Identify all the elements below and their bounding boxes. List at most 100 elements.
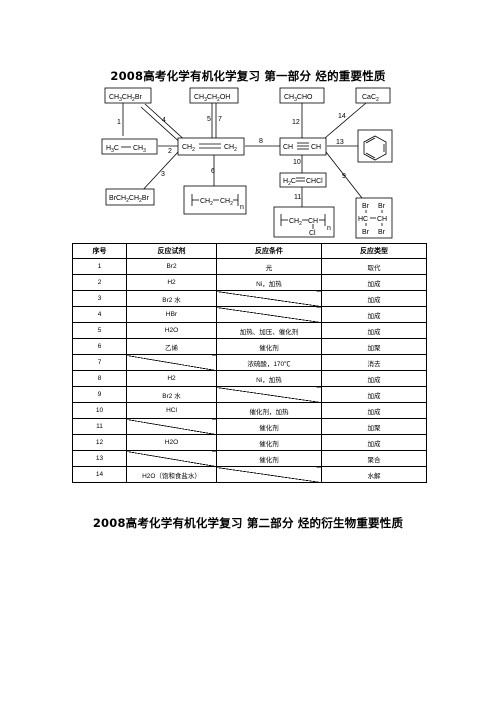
cell-reagent: 乙烯	[126, 338, 217, 355]
cell-no: 4	[72, 306, 127, 323]
node-ethene	[177, 137, 245, 156]
node-bromoethane	[104, 87, 152, 104]
cell-reagent: H2	[126, 370, 217, 387]
cell-type: 加成	[321, 306, 427, 323]
cell-no: 11	[72, 418, 127, 435]
cell-no: 2	[72, 274, 127, 291]
svg-text:n: n	[327, 225, 331, 232]
cell-no: 7	[72, 354, 127, 371]
cell-condition: 催化剂	[216, 418, 322, 435]
cell-type: 加成	[321, 402, 427, 419]
cell-no: 5	[72, 322, 127, 339]
header-condition: 反应条件	[216, 243, 322, 259]
cell-type: 加成	[321, 386, 427, 403]
cell-reagent: Br2 水	[126, 386, 217, 403]
svg-text:CH: CH	[308, 218, 318, 225]
section-title-hydrocarbons: 2008高考化学有机化学复习 第一部分 烃的重要性质	[110, 69, 386, 83]
cell-no: 13	[72, 450, 127, 467]
svg-text:Cl: Cl	[309, 230, 316, 237]
cell-reagent	[126, 450, 217, 467]
cell-condition: Ni，加热	[216, 274, 322, 291]
cell-condition: 光	[216, 258, 322, 275]
edge-label-11: 11	[294, 194, 301, 201]
cell-condition	[216, 466, 322, 483]
label-ethyne: CH	[283, 144, 293, 151]
edge-label-7: 7	[218, 116, 222, 123]
cell-type: 加成	[321, 370, 427, 387]
cell-condition: 催化剂，加热	[216, 402, 322, 419]
edge-label-10: 10	[293, 159, 301, 166]
node-ethanol	[189, 87, 239, 104]
reaction-network-diagram: CH3CH2Br CH3CH2OH CH3CHO CaC2 H3C CH3 CH…	[101, 87, 393, 239]
svg-text:Br: Br	[378, 203, 386, 210]
cell-reagent: Br2	[126, 258, 217, 275]
label-calcium-carbide: CaC2	[362, 94, 379, 103]
svg-text:HC: HC	[358, 216, 368, 223]
svg-text:CHCl: CHCl	[306, 178, 323, 185]
edge-label-12: 12	[292, 119, 300, 126]
edge-label-4: 4	[162, 117, 166, 124]
cell-reagent: H2O	[126, 434, 217, 451]
label-bromoethane: CH3CH2Br	[109, 94, 142, 103]
table-header-row: 序号 反应试剂 反应条件 反应类型	[72, 243, 427, 259]
cell-reagent: HBr	[126, 306, 217, 323]
cell-no: 9	[72, 386, 127, 403]
cell-condition: 浓硫酸，170℃	[216, 354, 322, 371]
svg-text:CH2: CH2	[220, 198, 233, 207]
cell-no: 10	[72, 402, 127, 419]
node-calcium-carbide	[355, 87, 391, 104]
node-dibromoethane	[105, 188, 155, 206]
cell-no: 14	[72, 466, 127, 483]
edge-label-3: 3	[161, 171, 165, 178]
cell-reagent	[126, 354, 217, 371]
edge-label-5: 5	[207, 116, 211, 123]
label-polyethylene: CH2 CH2 n	[191, 194, 244, 211]
edge-label-2: 2	[168, 148, 172, 155]
cell-type: 加成	[321, 274, 427, 291]
cell-no: 12	[72, 434, 127, 451]
node-ethyne	[279, 137, 327, 156]
cell-type: 加聚	[321, 338, 427, 355]
cell-type: 加成	[321, 322, 427, 339]
table-row: 11 催化剂加聚	[72, 418, 427, 435]
label-ethane: H3C	[106, 145, 119, 154]
cell-type: 消去	[321, 354, 427, 371]
cell-reagent: H2O（饱和食盐水）	[126, 466, 217, 483]
edge-label-9: 9	[342, 173, 346, 180]
cell-condition: 催化剂	[216, 450, 322, 467]
node-vinyl-chloride	[279, 172, 327, 188]
label-ethene: CH2	[182, 144, 195, 153]
cell-no: 3	[72, 290, 127, 307]
svg-text:Br: Br	[362, 229, 370, 236]
node-ethane	[101, 138, 158, 155]
svg-text:CH2: CH2	[200, 198, 213, 207]
label-dibromoethane: BrCH2CH2Br	[109, 195, 149, 204]
label-ethanol: CH3CH2OH	[194, 94, 230, 103]
cell-type: 聚合	[321, 450, 427, 467]
edge-label-13: 13	[336, 139, 344, 146]
svg-text:CH3: CH3	[133, 145, 146, 154]
svg-text:CH2: CH2	[224, 144, 237, 153]
cell-reagent: H2	[126, 274, 217, 291]
cell-condition	[216, 306, 322, 323]
cell-reagent: H2O	[126, 322, 217, 339]
cell-reagent: HCl	[126, 402, 217, 419]
svg-text:CH: CH	[377, 216, 387, 223]
cell-condition	[216, 290, 322, 307]
node-acetaldehyde	[279, 87, 325, 104]
section-title-derivatives: 2008高考化学有机化学复习 第二部分 烃的衍生物重要性质	[92, 516, 404, 530]
header-type: 反应类型	[321, 243, 427, 259]
cell-no: 1	[72, 258, 127, 275]
cell-type: 加聚	[321, 418, 427, 435]
